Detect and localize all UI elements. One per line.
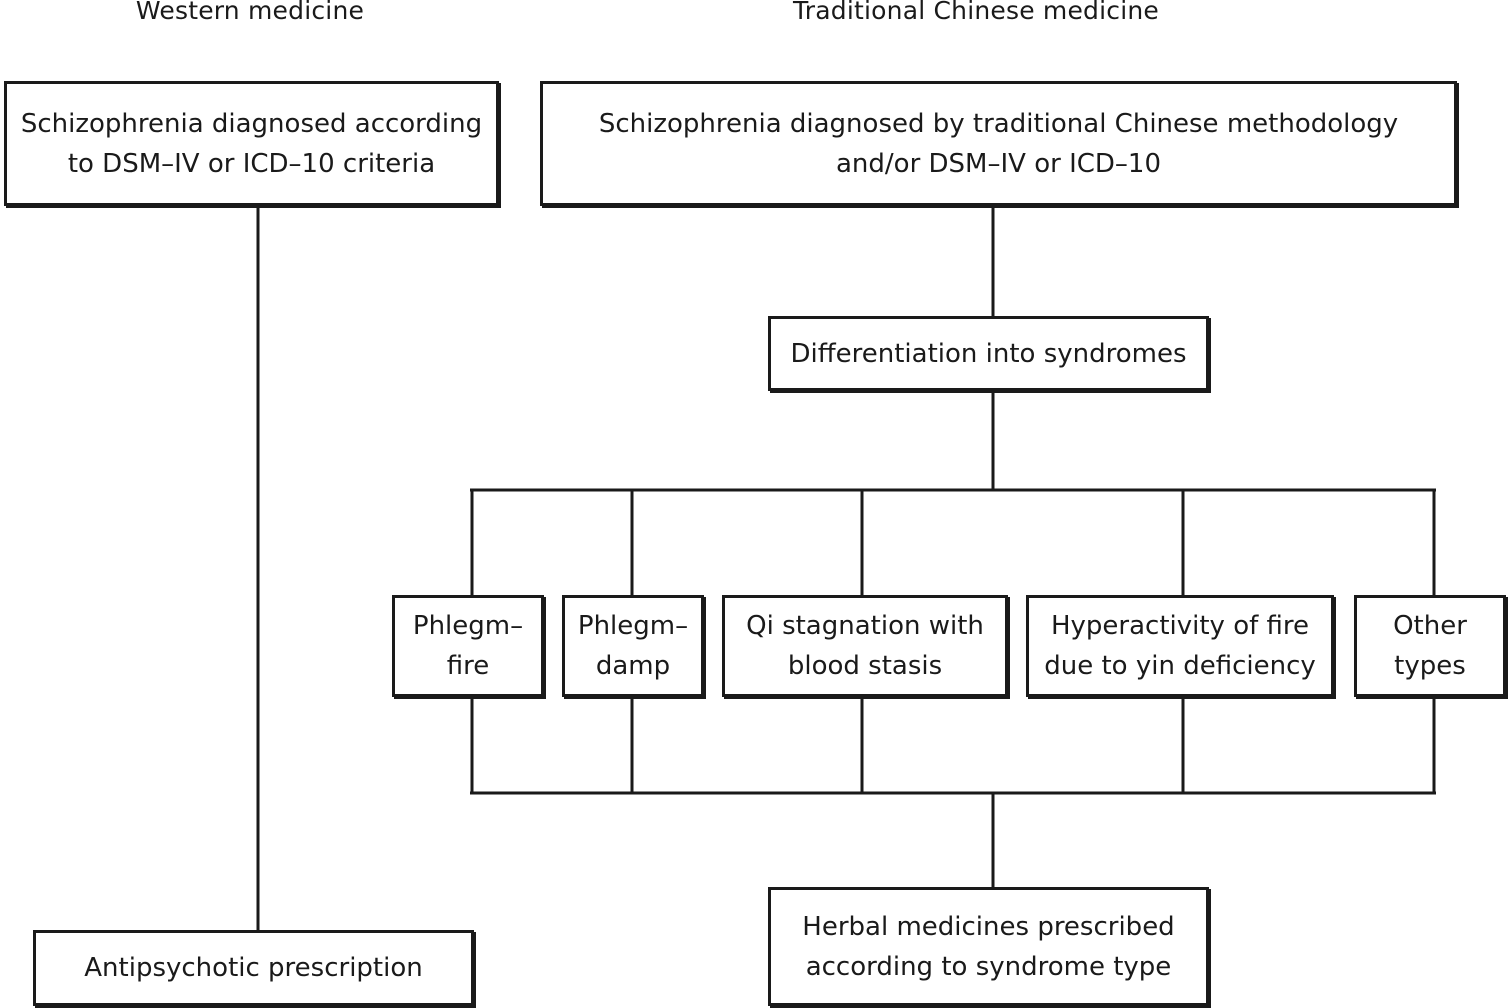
heading-traditional-chinese-medicine: Traditional Chinese medicine — [792, 0, 1160, 25]
node-herbal-medicines-label: Herbal medicines prescribed according to… — [802, 911, 1175, 982]
node-herbal-medicines: Herbal medicines prescribed according to… — [768, 887, 1209, 1006]
node-syndrome-hyperactivity-label: Hyperactivity of fire due to yin deficie… — [1044, 611, 1316, 681]
node-differentiation: Differentiation into syndromes — [768, 316, 1209, 391]
node-syndrome-phlegm-damp: Phlegm– damp — [562, 595, 704, 697]
node-differentiation-label: Differentiation into syndromes — [790, 338, 1187, 369]
node-syndrome-qi-stagnation-label: Qi stagnation with blood stasis — [746, 611, 984, 681]
node-syndrome-hyperactivity: Hyperactivity of fire due to yin deficie… — [1026, 595, 1334, 697]
node-antipsychotic-prescription-label: Antipsychotic prescription — [84, 953, 423, 983]
node-antipsychotic-prescription: Antipsychotic prescription — [33, 930, 474, 1006]
node-tcm-diagnosis: Schizophrenia diagnosed by traditional C… — [540, 81, 1457, 206]
node-syndrome-phlegm-fire-label: Phlegm– fire — [412, 611, 524, 681]
node-syndrome-phlegm-damp-label: Phlegm– damp — [577, 611, 689, 681]
heading-western-medicine: Western medicine — [135, 0, 365, 25]
node-tcm-diagnosis-label: Schizophrenia diagnosed by traditional C… — [598, 108, 1399, 179]
node-western-diagnosis-label: Schizophrenia diagnosed according to DSM… — [20, 108, 483, 179]
node-syndrome-other-types-label: Other types — [1393, 611, 1467, 681]
node-western-diagnosis: Schizophrenia diagnosed according to DSM… — [4, 81, 499, 206]
node-syndrome-phlegm-fire: Phlegm– fire — [392, 595, 544, 697]
node-syndrome-qi-stagnation: Qi stagnation with blood stasis — [722, 595, 1008, 697]
node-syndrome-other-types: Other types — [1354, 595, 1506, 697]
